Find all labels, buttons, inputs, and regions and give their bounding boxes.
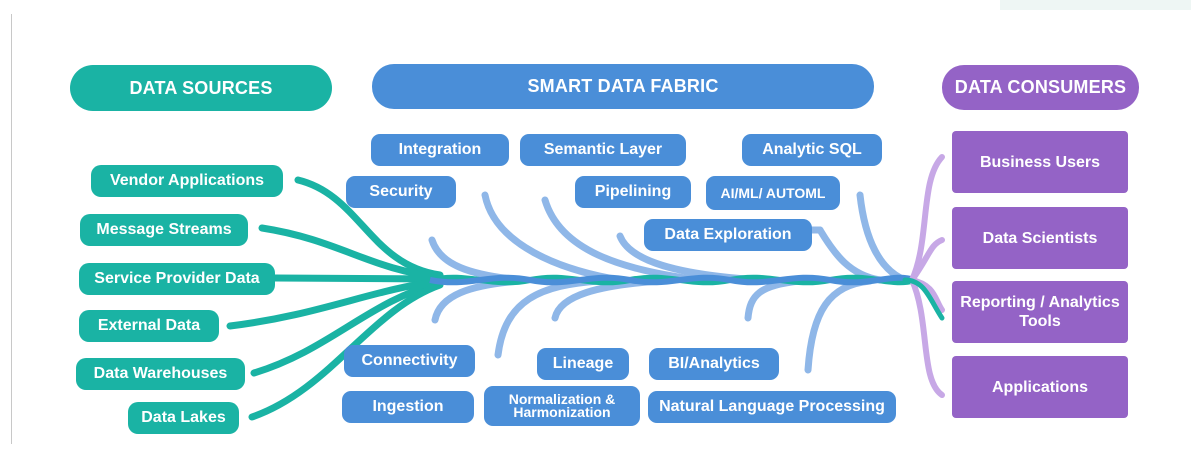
fabric-aiml-automl: AI/ML/ AUTOML	[706, 176, 840, 210]
consumer-data-scientists: Data Scientists	[952, 207, 1128, 269]
source-data-lakes: Data Lakes	[128, 402, 239, 434]
data-consumers-header: DATA CONSUMERS	[942, 65, 1139, 110]
fabric-semantic-layer: Semantic Layer	[520, 134, 686, 166]
strand-vendor	[294, 176, 444, 279]
consumer-reporting-analytics-tools: Reporting / Analytics Tools	[952, 281, 1128, 343]
source-vendor-applications: Vendor Applications	[91, 165, 283, 197]
source-message-streams: Message Streams	[80, 214, 248, 246]
fabric-data-exploration: Data Exploration	[644, 219, 812, 251]
fabric-bi-analytics: BI/Analytics	[649, 348, 779, 380]
strand-service	[271, 274, 444, 283]
strand-external	[226, 277, 444, 330]
corner-tab	[1000, 0, 1191, 10]
fabric-security: Security	[346, 176, 456, 208]
fabric-ingestion: Ingestion	[342, 391, 474, 423]
consumer-applications: Applications	[952, 356, 1128, 418]
smart-data-fabric-header: SMART DATA FABRIC	[372, 64, 874, 109]
fabric-normalization-harmonization: Normalization & Harmonization	[484, 386, 640, 426]
data-sources-header: DATA SOURCES	[70, 65, 332, 111]
fabric-lineage: Lineage	[537, 348, 629, 380]
source-external-data: External Data	[79, 310, 219, 342]
source-data-warehouses: Data Warehouses	[76, 358, 245, 390]
consumer-business-users: Business Users	[952, 131, 1128, 193]
fabric-integration: Integration	[371, 134, 509, 166]
fabric-analytic-sql: Analytic SQL	[742, 134, 882, 166]
strand-message	[258, 224, 444, 281]
fabric-pipelining: Pipelining	[575, 176, 691, 208]
fabric-connectivity: Connectivity	[344, 345, 475, 377]
strand-warehouses	[250, 279, 444, 377]
source-service-provider-data: Service Provider Data	[79, 263, 275, 295]
left-edge-line	[11, 14, 12, 444]
fabric-natural-language-processing: Natural Language Processing	[648, 391, 896, 423]
